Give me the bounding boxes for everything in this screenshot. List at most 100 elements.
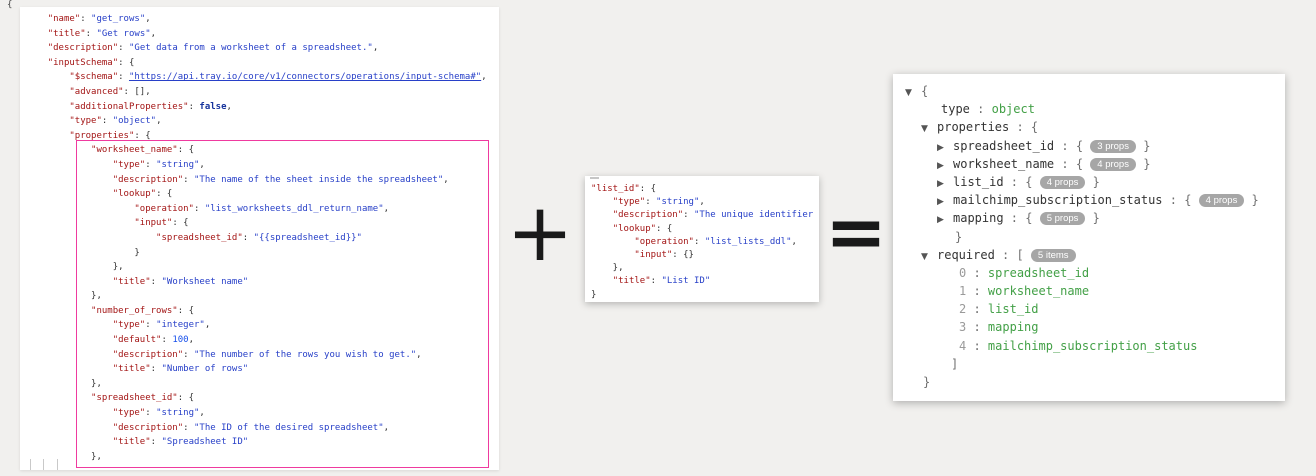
- code-token: "$schema": [69, 72, 119, 83]
- code-token: [26, 204, 134, 214]
- tree-row: }: [899, 373, 1279, 391]
- code-token: "The ID of the desired spreadsheet": [194, 422, 384, 433]
- code-line: "type": "object",: [26, 114, 499, 129]
- code-token: ,: [383, 422, 390, 433]
- code-token: :: [242, 232, 254, 243]
- tree-token: }: [1135, 138, 1151, 153]
- tree-token: : {: [1054, 156, 1091, 171]
- tree-row: }: [899, 228, 1279, 246]
- tree-row: ▶worksheet_name : { 4 props }: [899, 155, 1279, 173]
- code-token: :: [645, 197, 657, 208]
- code-line: "lookup": {: [591, 223, 819, 236]
- code-token: "description": [47, 43, 119, 54]
- expand-arrow-icon[interactable]: ▶: [937, 215, 944, 226]
- code-token: "type": [612, 197, 646, 208]
- tree-token: spreadsheet_id: [987, 265, 1090, 280]
- code-token: "description": [112, 349, 184, 360]
- code-line: "description": "The number of the rows y…: [26, 348, 499, 363]
- code-token: [26, 408, 113, 418]
- code-token: [591, 210, 613, 220]
- tree-token: type: [941, 102, 970, 117]
- code-line: "worksheet_name": {: [26, 143, 499, 158]
- code-token: }: [591, 289, 597, 300]
- code-line: "operation": "list_lists_ddl",: [591, 236, 819, 249]
- tree-token: spreadsheet_id: [953, 138, 1055, 153]
- code-line: "inputSchema": {: [26, 56, 499, 71]
- code-line: "$schema": "https://api.tray.io/core/v1/…: [26, 70, 499, 85]
- code-token: "list_worksheets_ddl_return_name": [204, 203, 384, 214]
- tree-token: :: [966, 338, 988, 353]
- code-token: :: [118, 43, 129, 54]
- code-line: }: [591, 289, 819, 302]
- collapse-arrow-icon[interactable]: ▼: [921, 124, 928, 135]
- code-token: "description": [612, 210, 684, 221]
- cropped-text-artifact: [590, 177, 599, 179]
- code-token: [26, 423, 113, 433]
- code-token: [26, 116, 69, 126]
- code-token: :: [145, 408, 157, 419]
- code-token: "type": [69, 116, 102, 127]
- tree-token: }: [923, 375, 931, 389]
- code-token: },: [26, 451, 102, 462]
- code-token: "Worksheet name": [161, 276, 249, 287]
- code-token: ,: [188, 335, 195, 346]
- code-token: },: [26, 262, 124, 273]
- code-token: [26, 437, 113, 447]
- code-token: "lookup": [612, 223, 657, 234]
- code-token: : [],: [123, 86, 151, 97]
- code-token: "{{spreadsheet_id}}": [253, 232, 362, 243]
- code-token: "worksheet_name": [91, 145, 178, 156]
- code-token: "type": [112, 159, 146, 170]
- code-token: "operation": [634, 236, 694, 247]
- tree-row: 3 : mapping: [899, 318, 1279, 336]
- code-token: ,: [204, 320, 211, 331]
- code-token: : {: [172, 218, 189, 229]
- expand-arrow-icon[interactable]: ▶: [937, 197, 944, 208]
- code-token: :: [145, 159, 157, 170]
- tree-row: ▶mailchimp_subscription_status : { 4 pro…: [899, 191, 1279, 209]
- tree-token: }: [1085, 211, 1100, 226]
- code-line: "number_of_rows": {: [26, 304, 499, 319]
- tree-token: 3: [959, 320, 967, 335]
- expand-arrow-icon[interactable]: ▶: [937, 142, 944, 153]
- code-token: "Spreadsheet ID": [161, 437, 249, 448]
- tree-token: mapping: [953, 211, 1004, 226]
- list-id-snippet-code: "list_id": { "type": "string", "descript…: [585, 176, 819, 302]
- list-id-snippet-panel: "list_id": { "type": "string", "descript…: [585, 176, 819, 302]
- code-token: "description": [112, 422, 184, 433]
- code-token: : {}: [672, 249, 694, 260]
- code-token: [26, 233, 156, 243]
- count-badge: 4 props: [1090, 157, 1136, 171]
- code-token: : {: [118, 57, 135, 68]
- code-line: },: [591, 262, 819, 275]
- code-token: ,: [791, 236, 797, 247]
- code-token: "default": [112, 335, 162, 346]
- code-token: [26, 87, 69, 97]
- code-line: "type": "string",: [26, 158, 499, 173]
- code-token: : {: [177, 145, 194, 156]
- expand-arrow-icon[interactable]: ▶: [937, 160, 944, 171]
- code-token: "object": [112, 116, 157, 127]
- code-token: "spreadsheet_id": [91, 393, 178, 404]
- collapse-arrow-icon[interactable]: ▼: [921, 251, 928, 262]
- code-line: "title": "List ID": [591, 275, 819, 288]
- code-token: }: [26, 247, 140, 258]
- code-token: :: [101, 116, 113, 127]
- code-token: false: [199, 101, 227, 112]
- code-token: ,: [199, 159, 205, 170]
- code-token: "title": [112, 276, 151, 287]
- code-token: [26, 306, 91, 316]
- schema-url-link[interactable]: "https://api.tray.io/core/v1/connectors/…: [128, 72, 482, 83]
- tree-token: :: [969, 102, 992, 117]
- code-token: },: [26, 378, 102, 389]
- code-token: "title": [112, 437, 151, 448]
- code-token: :: [183, 174, 194, 185]
- expand-arrow-icon[interactable]: ▶: [937, 178, 944, 189]
- code-token: "additionalProperties": [69, 101, 189, 112]
- code-token: "list_id": [591, 184, 640, 194]
- code-token: "description": [112, 174, 184, 185]
- code-line: },: [26, 289, 499, 304]
- code-line: "type": "integer",: [26, 318, 499, 333]
- code-token: "type": [112, 408, 146, 419]
- collapse-arrow-icon[interactable]: ▼: [905, 88, 912, 98]
